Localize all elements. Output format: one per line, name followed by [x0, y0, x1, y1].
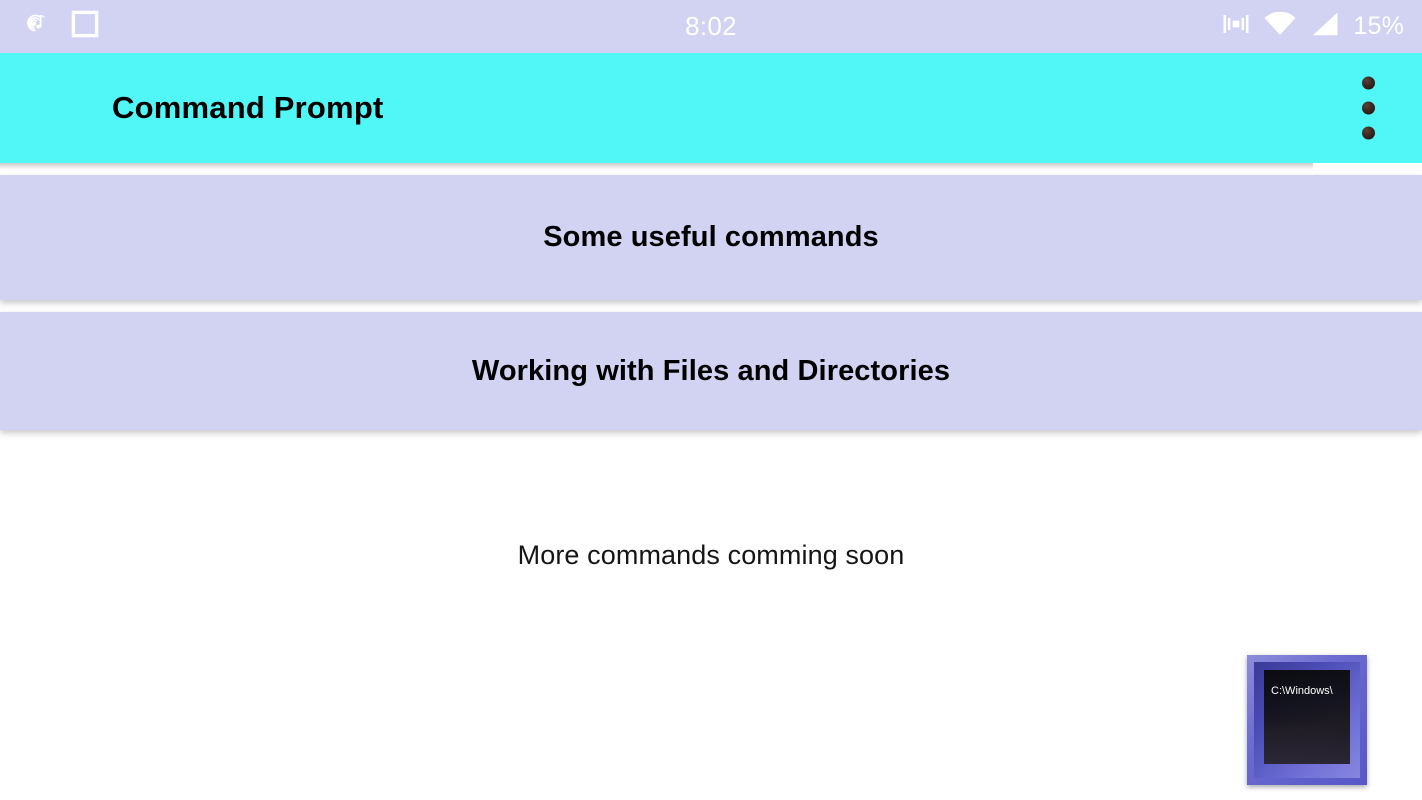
status-bar-center: 8:02	[0, 11, 1422, 42]
app-title: Command Prompt	[112, 90, 384, 125]
status-bar-left-icons	[0, 9, 99, 44]
cellular-signal-icon	[1310, 11, 1340, 42]
command-prompt-icon[interactable]: C:\Windows\	[1247, 655, 1367, 785]
overflow-dot	[1362, 101, 1375, 115]
music-note-icon	[22, 9, 52, 44]
overflow-dot	[1362, 126, 1375, 140]
main-content: Some useful commands Working with Files …	[0, 170, 1422, 800]
square-outline-icon	[71, 10, 99, 43]
status-bar-right-icons: 15%	[1222, 11, 1404, 42]
command-prompt-icon-bezel: C:\Windows\	[1254, 662, 1360, 778]
command-prompt-icon-path-text: C:\Windows\	[1271, 685, 1333, 697]
app-bar-shadow	[0, 163, 1313, 170]
footer-note: More commands comming soon	[517, 540, 905, 570]
vibrate-icon	[1222, 11, 1250, 42]
menu-card-files-and-directories[interactable]: Working with Files and Directories	[0, 312, 1422, 430]
overflow-menu-icon[interactable]	[1358, 73, 1379, 144]
command-prompt-icon-screen: C:\Windows\	[1264, 670, 1350, 764]
wifi-icon	[1263, 11, 1297, 42]
menu-card-label: Working with Files and Directories	[471, 354, 951, 387]
clock-time: 8:02	[685, 11, 737, 41]
overflow-dot	[1362, 76, 1375, 90]
app-bar: Command Prompt	[0, 53, 1422, 163]
menu-card-useful-commands[interactable]: Some useful commands	[0, 175, 1422, 300]
status-bar: 8:02	[0, 0, 1422, 53]
battery-percentage: 15%	[1353, 12, 1404, 40]
menu-card-label: Some useful commands	[543, 221, 879, 253]
